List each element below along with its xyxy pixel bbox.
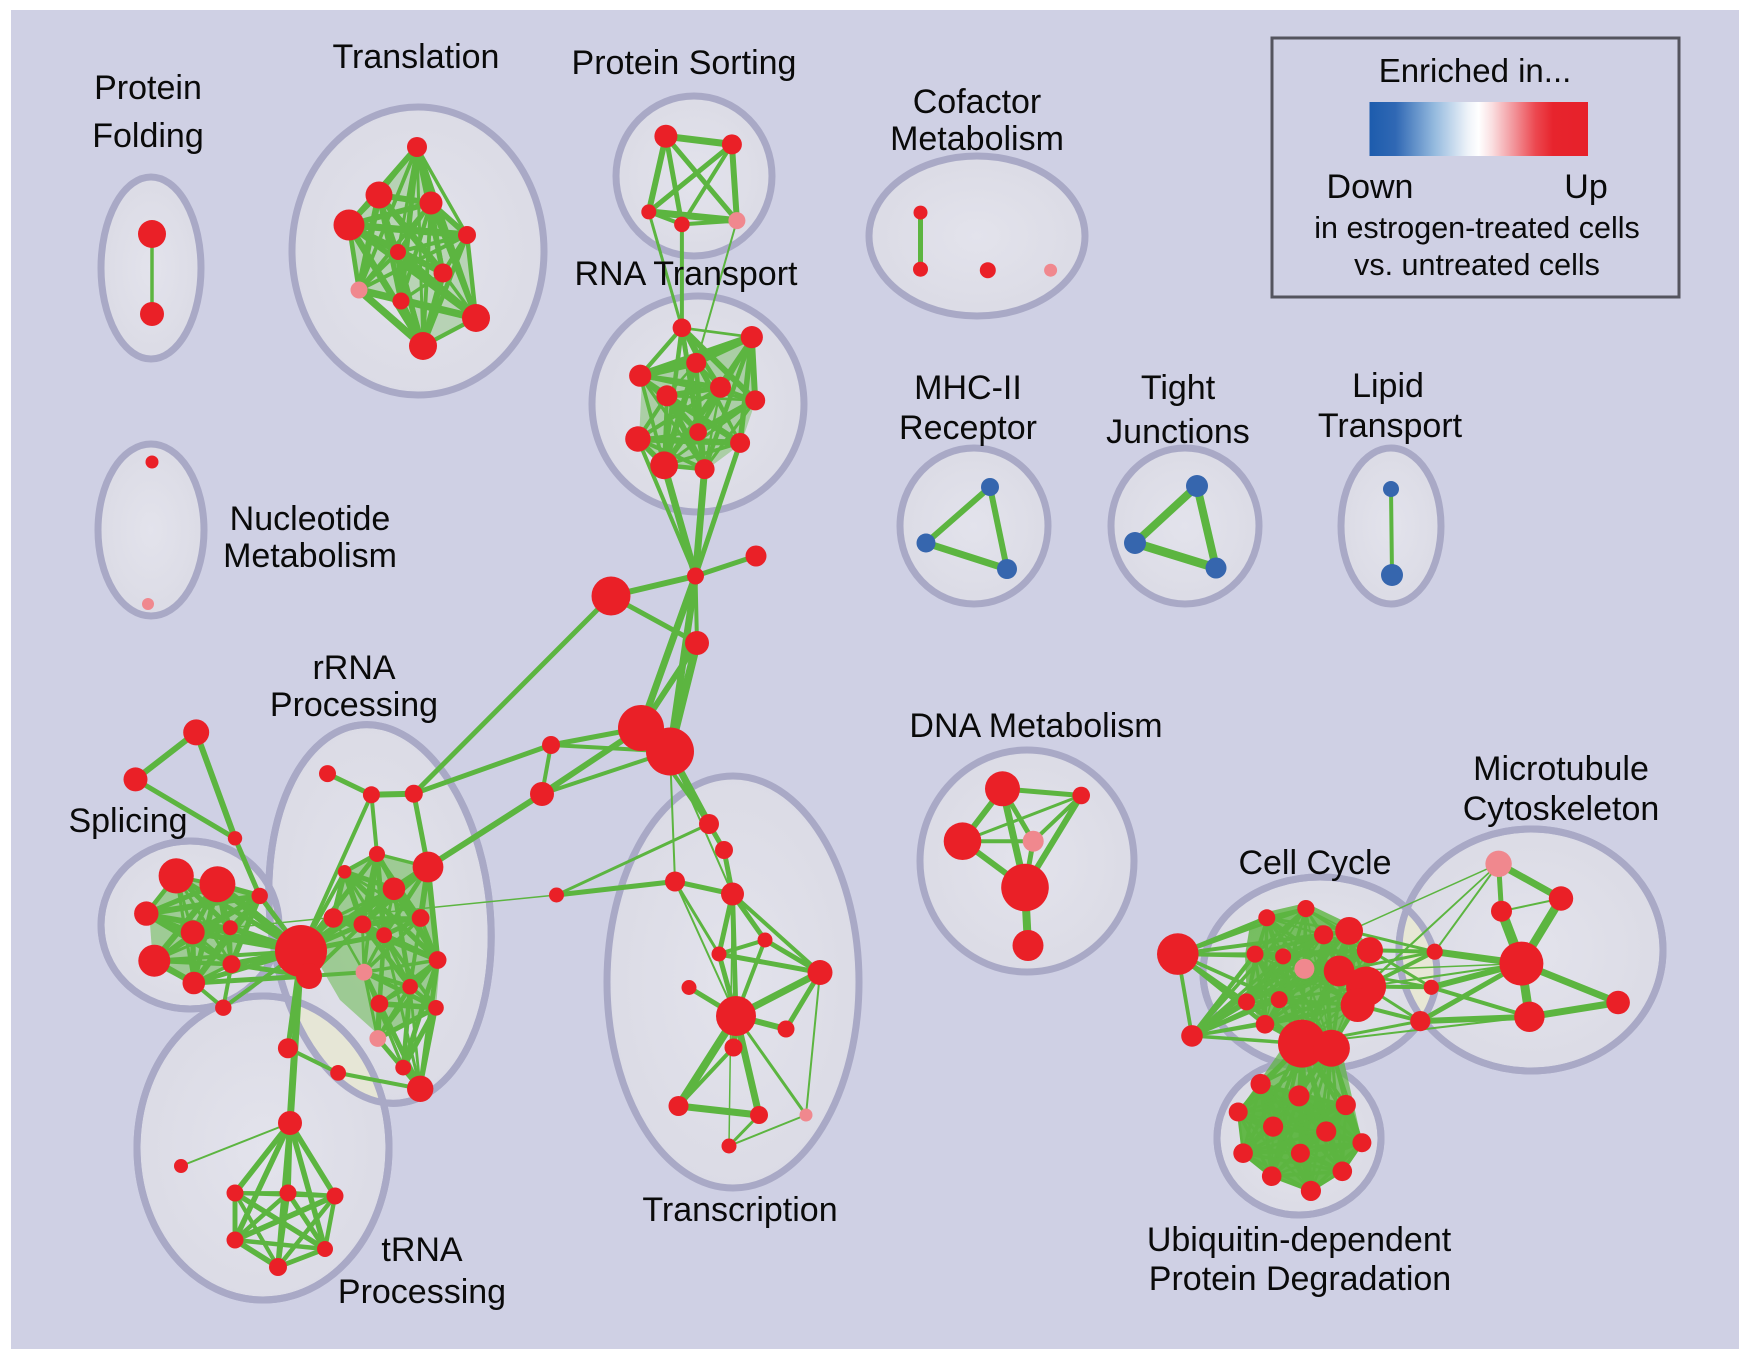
svg-text:Processing: Processing	[270, 686, 438, 724]
svg-text:Up: Up	[1564, 168, 1607, 206]
svg-text:tRNA: tRNA	[381, 1231, 463, 1269]
svg-text:Protein: Protein	[94, 69, 202, 107]
svg-text:Cytoskeleton: Cytoskeleton	[1463, 790, 1660, 828]
svg-text:Transcription: Transcription	[642, 1191, 837, 1229]
svg-text:Junctions: Junctions	[1106, 413, 1250, 451]
svg-text:Metabolism: Metabolism	[223, 537, 397, 575]
svg-text:rRNA: rRNA	[312, 649, 395, 687]
svg-text:MHC-II: MHC-II	[914, 369, 1022, 407]
svg-text:Translation: Translation	[333, 38, 500, 76]
svg-text:RNA Transport: RNA Transport	[575, 255, 799, 293]
svg-text:Receptor: Receptor	[899, 409, 1037, 447]
svg-text:Down: Down	[1327, 168, 1414, 206]
svg-text:Processing: Processing	[338, 1273, 506, 1311]
svg-text:Splicing: Splicing	[68, 802, 187, 840]
svg-text:Transport: Transport	[1318, 407, 1463, 445]
svg-text:Cell Cycle: Cell Cycle	[1238, 844, 1391, 882]
svg-text:Protein Sorting: Protein Sorting	[572, 44, 797, 82]
svg-text:Ubiquitin-dependent: Ubiquitin-dependent	[1147, 1221, 1452, 1259]
svg-text:Cofactor: Cofactor	[913, 83, 1042, 121]
svg-text:Nucleotide: Nucleotide	[230, 500, 391, 538]
svg-text:vs. untreated cells: vs. untreated cells	[1354, 248, 1600, 282]
svg-text:in estrogen-treated cells: in estrogen-treated cells	[1314, 211, 1640, 245]
svg-text:Microtubule: Microtubule	[1473, 750, 1649, 788]
svg-text:Folding: Folding	[92, 117, 204, 155]
svg-text:Protein Degradation: Protein Degradation	[1149, 1260, 1451, 1298]
svg-text:Enriched in...: Enriched in...	[1379, 52, 1572, 89]
svg-text:Lipid: Lipid	[1352, 367, 1424, 405]
svg-text:Metabolism: Metabolism	[890, 120, 1064, 158]
svg-text:Tight: Tight	[1141, 369, 1216, 407]
svg-text:DNA Metabolism: DNA Metabolism	[909, 707, 1162, 745]
